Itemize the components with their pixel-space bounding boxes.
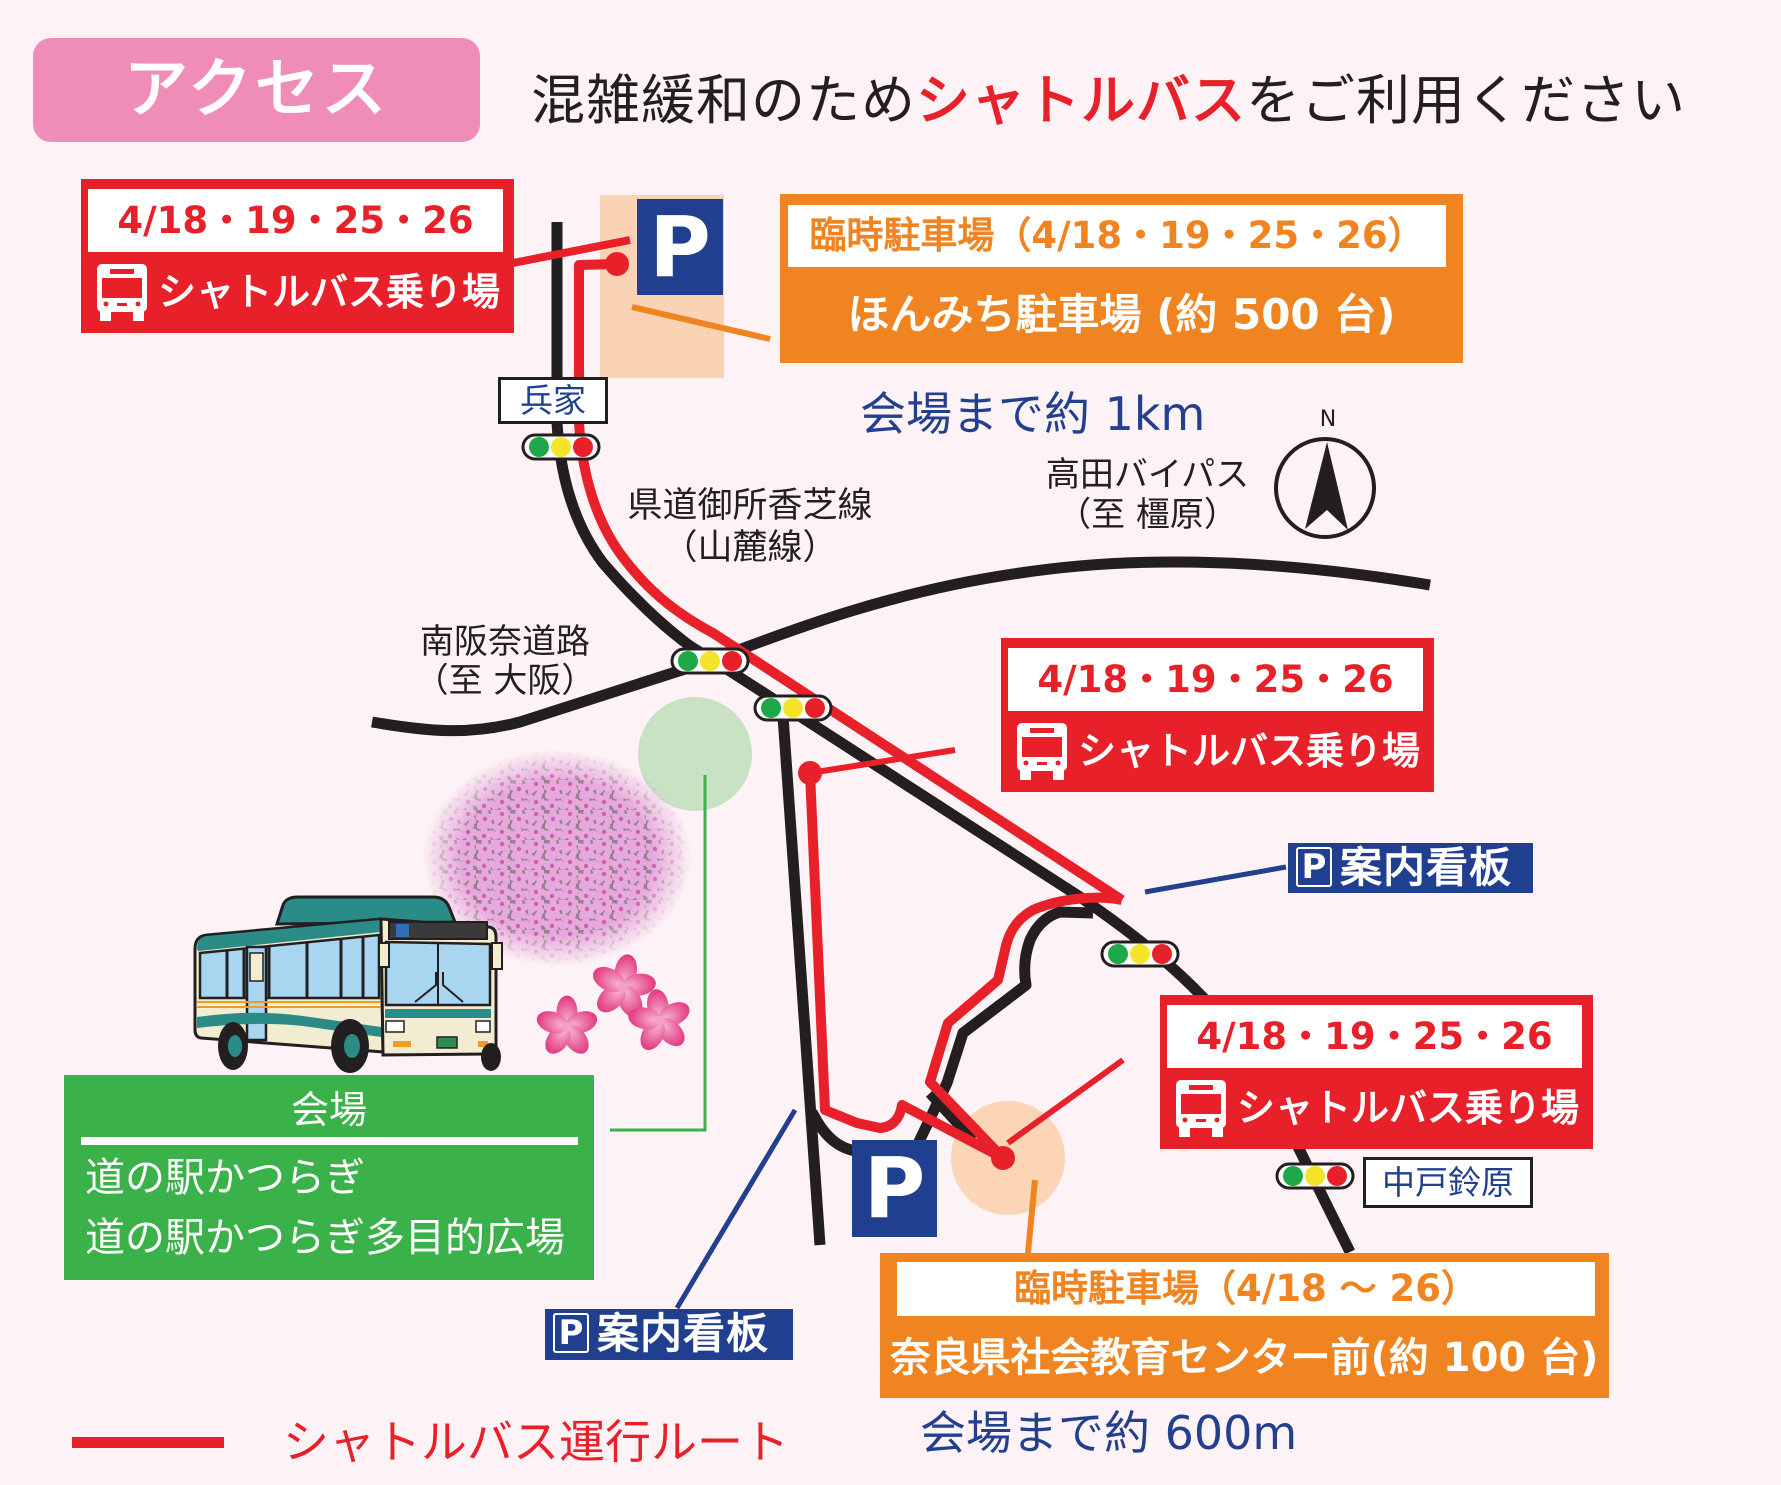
road-branch — [925, 1089, 978, 1144]
shuttle-stop-dates: 4/18・19・25・26 — [1167, 1005, 1582, 1068]
parking-sign-icon: P — [852, 1140, 937, 1237]
headline-suffix: をご利用ください — [1246, 69, 1686, 132]
parking-title: 臨時駐車場（4/18 〜 26） — [897, 1262, 1595, 1316]
road-direction: （至 大阪） — [414, 661, 596, 701]
leader-line-guide-sign-1 — [1144, 864, 1287, 895]
shuttle-stop-callout-1: 4/18・19・25・26 シャトルバス乗り場 — [81, 179, 514, 333]
parking-callout-education-center: 臨時駐車場（4/18 〜 26） 奈良県社会教育センター前(約 100 台) — [880, 1253, 1609, 1398]
bus-icon — [1176, 1080, 1226, 1137]
parking-p-icon: P — [1296, 847, 1332, 887]
venue-area-marker — [638, 697, 752, 811]
leader-line-parking-2 — [1025, 1179, 1038, 1254]
leader-line-stop-3 — [1006, 1057, 1125, 1146]
shibazakura-photo — [423, 750, 691, 966]
intersection-label-nakato-suzuhara: 中戸鈴原 — [1363, 1157, 1533, 1208]
distance-label-education-center: 会場まで約 600m — [920, 1406, 1298, 1460]
venue-name-2: 道の駅かつらぎ多目的広場 — [85, 1215, 565, 1261]
road-secondary-vertical — [777, 715, 826, 1246]
parking-guide-sign-1: P 案内看板 — [1288, 843, 1533, 893]
shuttle-stop-dates: 4/18・19・25・26 — [1008, 648, 1423, 711]
bus-illustration — [193, 895, 503, 1073]
shuttle-stop-label: シャトルバス乗り場 — [158, 270, 501, 314]
shuttle-route-loop — [925, 892, 1124, 1162]
road-direction: （至 橿原） — [1057, 495, 1238, 535]
road-minami-hanna-takada-bypass — [371, 556, 1431, 737]
stop-marker-3 — [991, 1146, 1015, 1170]
shuttle-stop-label: シャトルバス乗り場 — [1237, 1086, 1580, 1130]
parking-p-icon: P — [553, 1313, 589, 1353]
road-name: 高田バイパス — [1045, 455, 1250, 495]
stop-marker-1 — [605, 252, 629, 276]
compass-north-icon — [1274, 437, 1376, 539]
intersection-label-hyoge: 兵家 — [498, 377, 608, 424]
parking-guide-sign-2: P 案内看板 — [545, 1309, 793, 1360]
parking-callout-honmichi: 臨時駐車場（4/18・19・25・26） ほんみち駐車場 (約 500 台) — [780, 194, 1463, 363]
shuttle-stop-dates: 4/18・19・25・26 — [88, 189, 503, 252]
road-alias: （山麓線） — [662, 528, 838, 568]
road-label-takada-bypass: 高田バイパス （至 橿原） — [1030, 455, 1265, 535]
leader-line-guide-sign-2 — [674, 1108, 798, 1310]
road-label-minami-hanna: 南阪奈道路 （至 大阪） — [405, 623, 605, 701]
venue-divider — [81, 1137, 578, 1145]
stop-marker-2 — [798, 761, 822, 785]
traffic-light-icon — [1275, 1162, 1355, 1190]
leader-line-venue — [610, 775, 707, 1132]
bus-icon — [1017, 723, 1067, 780]
shuttle-stop-callout-3: 4/18・19・25・26 シャトルバス乗り場 — [1160, 995, 1593, 1149]
guide-sign-label: 案内看板 — [1340, 843, 1513, 892]
distance-label-honmichi: 会場まで約 1km — [860, 387, 1206, 441]
headline-prefix: 混雑緩和のため — [531, 69, 916, 132]
road-loop — [910, 906, 1094, 1153]
section-title: アクセス — [33, 38, 480, 142]
parking-sign-icon: P — [637, 199, 723, 295]
leader-line-parking-1 — [631, 304, 771, 342]
traffic-light-icon — [753, 694, 833, 722]
guide-sign-label: 案内看板 — [597, 1309, 770, 1358]
shuttle-stop-label: シャトルバス乗り場 — [1078, 729, 1421, 773]
road-name: 南阪奈道路 — [420, 622, 590, 662]
traffic-light-icon — [670, 647, 750, 675]
road-label-prefectural: 県道御所香芝線 （山麓線） — [625, 485, 875, 569]
venue-name-1: 道の駅かつらぎ — [85, 1155, 365, 1201]
shuttle-stop-callout-2: 4/18・19・25・26 シャトルバス乗り場 — [1001, 638, 1434, 792]
bus-icon — [97, 264, 147, 321]
parking-name: 奈良県社会教育センター前(約 100 台) — [890, 1335, 1599, 1381]
road-name: 県道御所香芝線 — [627, 486, 873, 526]
parking-name: ほんみち駐車場 (約 500 台) — [847, 290, 1396, 339]
venue-title: 会場 — [290, 1088, 367, 1132]
headline-message: 混雑緩和のためシャトルバスをご利用ください — [531, 69, 1686, 133]
traffic-light-icon — [521, 433, 601, 461]
leader-line-stop-1 — [512, 236, 631, 267]
venue-callout: 会場 道の駅かつらぎ 道の駅かつらぎ多目的広場 — [64, 1075, 594, 1280]
shuttle-route-return — [805, 772, 1006, 1163]
compass-north-label: N — [1319, 407, 1337, 432]
parking-title: 臨時駐車場（4/18・19・25・26） — [788, 205, 1446, 267]
legend-route-swatch — [72, 1437, 224, 1448]
leader-line-stop-2 — [809, 747, 956, 776]
traffic-light-icon — [1100, 940, 1180, 968]
legend-route-label: シャトルバス運行ルート — [283, 1415, 789, 1469]
headline-highlight: シャトルバス — [916, 69, 1246, 132]
